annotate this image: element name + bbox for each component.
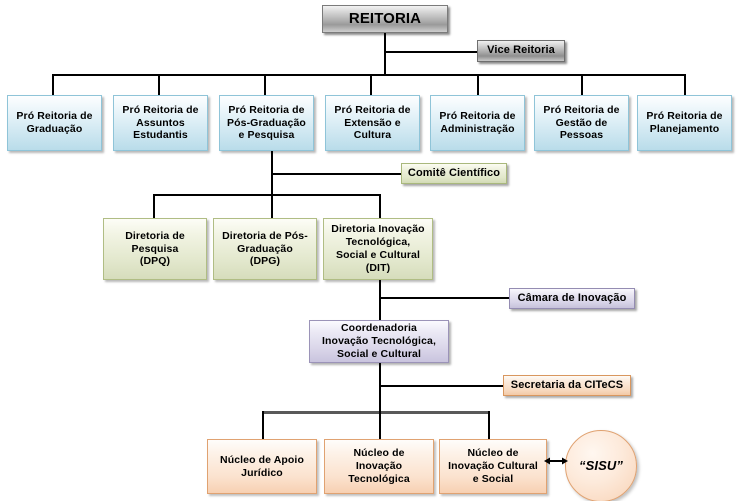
node-secretaria-citecs[interactable]: Secretaria da CITeCS: [503, 375, 631, 396]
connector-reitoria-vice: [384, 51, 477, 53]
node-pro-reitoria-administracao[interactable]: Pró Reitoria de Administração: [430, 95, 525, 151]
connector-dit-stem: [379, 280, 381, 320]
node-pro-reitoria-graduacao[interactable]: Pró Reitoria de Graduação: [7, 95, 102, 151]
node-pro-reitoria-pos-graduacao-pesquisa[interactable]: Pró Reitoria de Pós-Graduação e Pesquisa: [219, 95, 314, 151]
node-camara-inovacao[interactable]: Câmara de Inovação: [509, 288, 635, 309]
connector-comite-cientifico: [271, 173, 401, 175]
node-diretoria-pesquisa-dpq[interactable]: Diretoria de Pesquisa (DPQ): [103, 218, 207, 280]
connector-pos-stem: [271, 150, 273, 224]
connector-drop-pos: [264, 74, 266, 95]
node-comite-cientifico[interactable]: Comitê Científico: [401, 163, 507, 184]
node-pro-reitoria-extensao-cultura[interactable]: Pró Reitoria de Extensão e Cultura: [325, 95, 420, 151]
node-diretoria-pos-graduacao-dpg[interactable]: Diretoria de Pós- Graduação (DPG): [213, 218, 317, 280]
connector-drop-nucleo-juridico: [262, 411, 264, 440]
connector-drop-nucleo-cultural: [488, 411, 490, 440]
node-coordenadoria-inovacao[interactable]: Coordenadoria Inovação Tecnológica, Soci…: [309, 320, 449, 363]
node-pro-reitoria-assuntos-estudantis[interactable]: Pró Reitoria de Assuntos Estudantis: [113, 95, 208, 151]
connector-nucleos-bus: [262, 411, 490, 414]
node-nucleo-inovacao-cultural-social[interactable]: Núcleo de Inovação Cultural e Social: [439, 439, 547, 494]
node-vice-reitoria[interactable]: Vice Reitoria: [477, 40, 565, 62]
connector-drop-extensao: [370, 74, 372, 95]
connector-secretaria-citecs: [379, 385, 503, 387]
node-pro-reitoria-gestao-pessoas[interactable]: Pró Reitoria de Gestão de Pessoas: [534, 95, 629, 151]
node-reitoria[interactable]: REITORIA: [322, 5, 448, 33]
connector-proreitoria-bus: [52, 74, 685, 76]
connector-reitoria-stem: [384, 33, 386, 75]
connector-camara-inovacao: [379, 297, 509, 299]
connector-drop-dpg: [271, 194, 273, 218]
connector-drop-graduacao: [52, 74, 54, 95]
node-diretoria-inovacao-dit[interactable]: Diretoria Inovação Tecnológica, Social e…: [323, 218, 433, 280]
connector-diretoria-bus: [153, 194, 381, 196]
connector-drop-planejamento: [684, 74, 686, 95]
connector-coordenadoria-stem: [379, 363, 381, 414]
connector-drop-gestao: [581, 74, 583, 95]
node-sisu[interactable]: “SISU”: [565, 430, 637, 501]
connector-drop-dpq: [153, 194, 155, 218]
connector-drop-administracao: [477, 74, 479, 95]
node-nucleo-inovacao-tecnologica[interactable]: Núcleo de Inovação Tecnológica: [324, 439, 434, 494]
node-nucleo-apoio-juridico[interactable]: Núcleo de Apoio Jurídico: [207, 439, 317, 494]
sisu-double-arrow-icon: [544, 453, 568, 469]
node-pro-reitoria-planejamento[interactable]: Pró Reitoria de Planejamento: [637, 95, 732, 151]
connector-drop-dit: [379, 194, 381, 218]
connector-drop-nucleo-tecnologica: [379, 411, 381, 440]
connector-drop-assuntos: [158, 74, 160, 95]
